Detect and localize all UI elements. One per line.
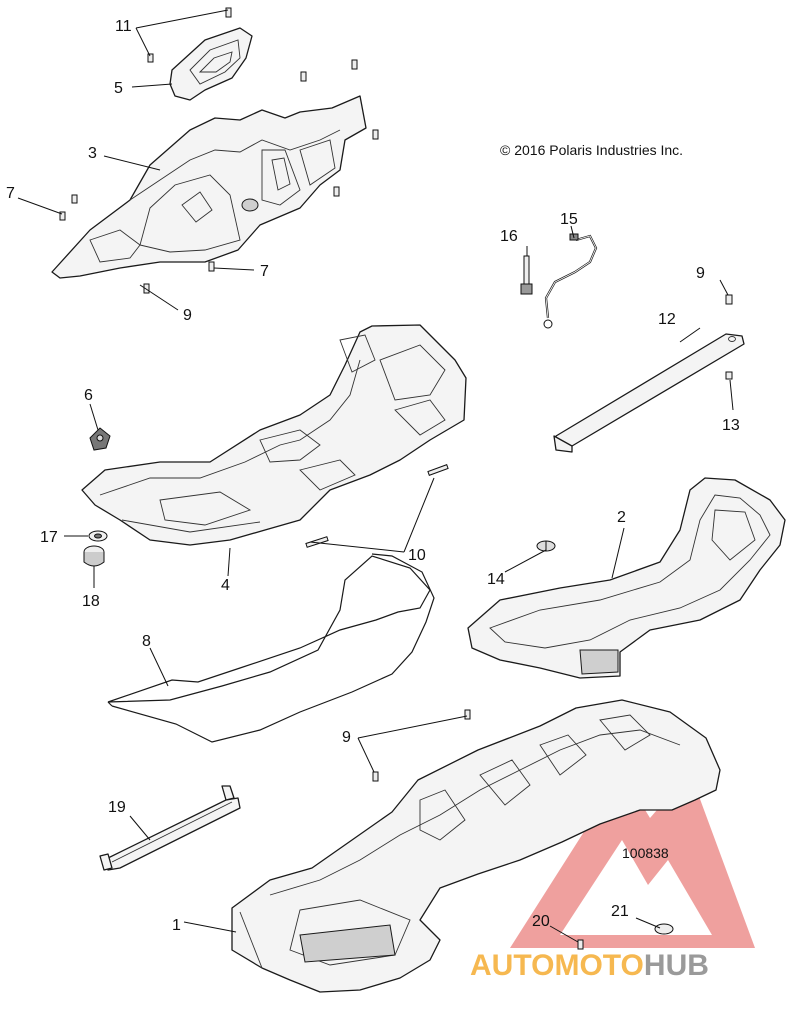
callout-7a: 7 [6,185,15,202]
part-17-washer [88,530,108,542]
callout-8: 8 [142,633,151,650]
callout-13: 13 [722,417,740,434]
callout-18: 18 [82,593,100,610]
part-16-pin [520,255,533,295]
callout-1: 1 [172,917,181,934]
callout-20: 20 [532,913,550,930]
figure-id: 100838 [622,845,669,861]
callout-9b: 9 [696,265,705,282]
part-19-bracket [99,785,241,871]
callout-5: 5 [114,80,123,97]
callout-17: 17 [40,529,58,546]
watermark-moto: MOTO [554,949,643,982]
part-15-cable [543,233,598,329]
part-3-panel [51,95,367,279]
part-1-lower-body [231,699,721,993]
part-21-cap [654,923,674,935]
part-12-strap [553,333,745,453]
part-14-plug [536,540,556,552]
callout-10: 10 [408,547,426,564]
callout-14: 14 [487,571,505,588]
callout-6: 6 [84,387,93,404]
callout-21: 21 [611,903,629,920]
callout-12: 12 [658,311,676,328]
callout-9c: 9 [342,729,351,746]
part-6-fastener [89,427,111,451]
copyright-text: © 2016 Polaris Industries Inc. [500,142,683,158]
watermark-hub: HUB [644,949,709,982]
part-8-seal [107,553,435,743]
callout-9a: 9 [183,307,192,324]
part-4-floor-plate [81,324,467,546]
part-5-cover [169,27,253,101]
callout-11: 11 [115,18,132,35]
watermark-auto: AUTO [470,949,554,982]
leader-lines [17,9,734,943]
watermark-logo [510,772,755,948]
callout-15: 15 [560,211,578,228]
callout-4: 4 [221,577,230,594]
callout-16: 16 [500,228,518,245]
watermark-text: AUTOMOTOHUB [470,949,709,982]
callout-19: 19 [108,799,126,816]
part-2-tub [467,477,786,679]
callout-7b: 7 [260,263,269,280]
part-18-grommet [83,545,105,567]
callout-3: 3 [88,145,97,162]
part-10-rods [305,464,449,548]
callout-2: 2 [617,509,626,526]
fasteners [59,7,733,950]
